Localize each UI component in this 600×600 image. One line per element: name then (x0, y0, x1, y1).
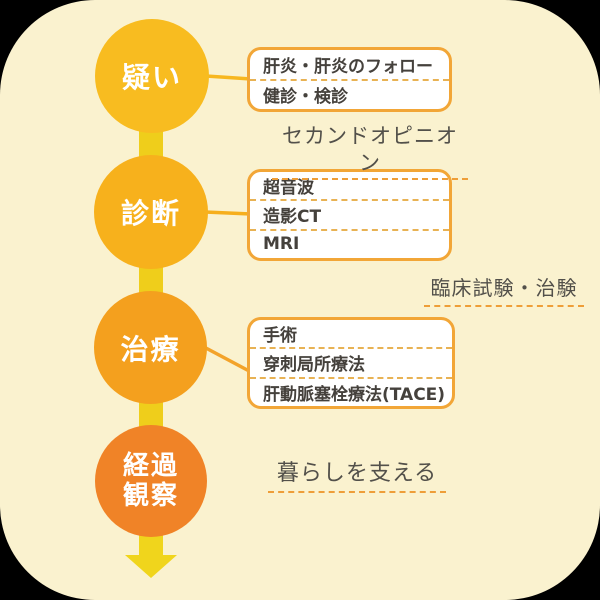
flow-arrowhead-icon (125, 555, 177, 578)
flow-step-suspicion: 疑い (95, 19, 209, 133)
box-row: 造影CT (250, 199, 449, 228)
note-second-opinion: セカンドオピニオン (272, 123, 468, 180)
box-row: 健診・検診 (250, 78, 449, 110)
box-row: MRI (250, 228, 449, 258)
detail-box-treatment: 手術 穿刺局所療法 肝動脈塞栓療法(TACE) (247, 317, 455, 409)
box-row: 肝動脈塞栓療法(TACE) (250, 376, 452, 406)
flow-step-label: 治療 (120, 332, 181, 366)
flow-arrow-shaft (139, 535, 163, 556)
note-life-support: 暮らしを支える (268, 459, 446, 493)
note-clinical-trials: 臨床試験・治験 (424, 273, 584, 307)
flow-step-treatment: 治療 (94, 291, 207, 404)
box-row: 手術 (263, 326, 297, 347)
flow-step-label-line2: 観察 (122, 481, 179, 511)
flow-step-label: 診断 (120, 197, 181, 230)
flow-step-followup: 経過 観察 (95, 425, 207, 537)
detail-box-suspicion: 肝炎・肝炎のフォロー 健診・検診 (247, 47, 452, 112)
detail-box-diagnosis: 超音波 造影CT MRI (247, 169, 452, 261)
flow-step-label-line1: 経過 (122, 451, 179, 481)
box-row: 超音波 (263, 178, 314, 199)
box-row: 穿刺局所療法 (250, 347, 452, 376)
flow-step-diagnosis: 診断 (94, 155, 208, 269)
box-row: 肝炎・肝炎のフォロー (263, 56, 433, 77)
flow-step-label: 疑い (121, 61, 182, 94)
